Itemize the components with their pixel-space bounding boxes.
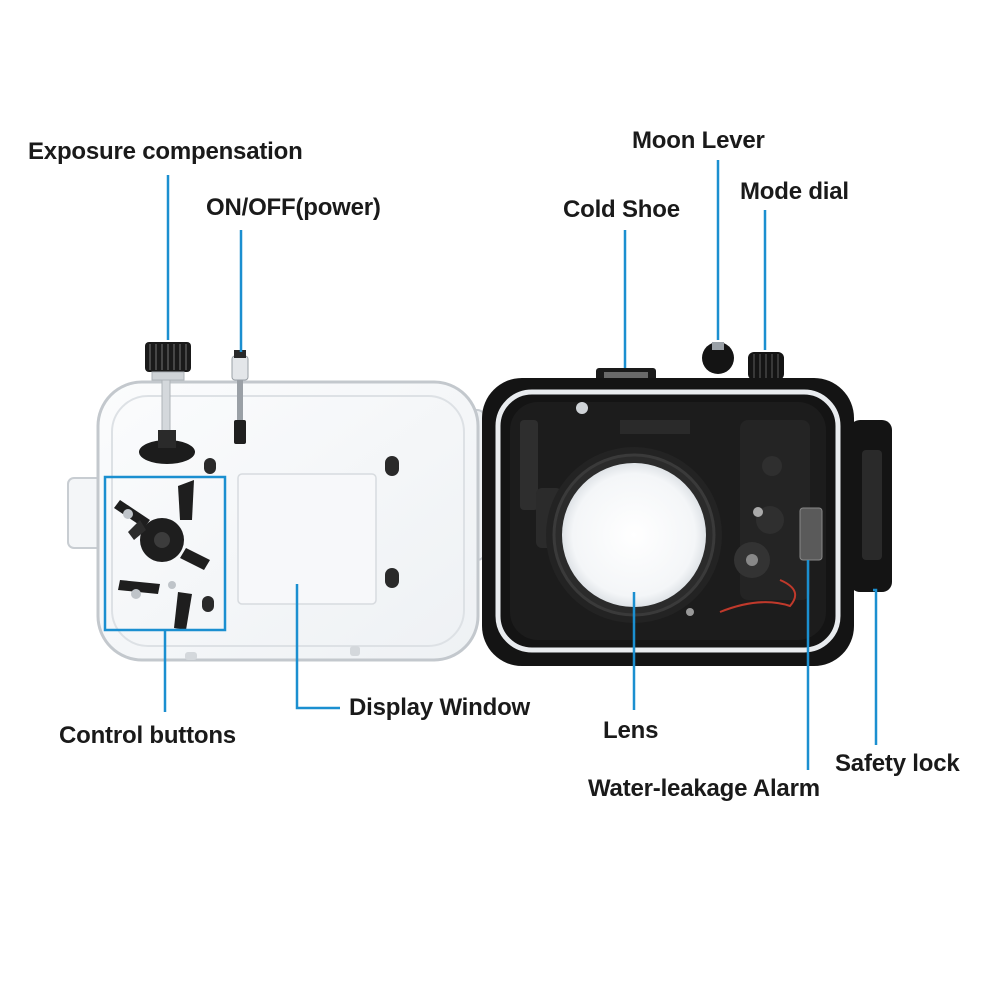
clear-back-cover	[67, 342, 486, 662]
label-display-window: Display Window	[349, 694, 530, 721]
label-control-buttons: Control buttons	[59, 722, 236, 749]
black-front-housing	[482, 342, 892, 666]
lens-port-glass	[562, 463, 706, 607]
water-alarm-sensor	[799, 507, 823, 561]
moon-lever-knob	[702, 342, 734, 374]
display-window-area	[237, 473, 377, 605]
label-moon-lever: Moon Lever	[632, 127, 765, 154]
exposure-knob	[139, 342, 195, 464]
leader-lines	[163, 160, 878, 770]
label-on-off-power: ON/OFF(power)	[206, 194, 381, 221]
leader-display-window	[295, 584, 340, 710]
label-mode-dial: Mode dial	[740, 178, 849, 205]
label-exposure-compensation: Exposure compensation	[28, 138, 303, 165]
label-lens: Lens	[603, 717, 659, 744]
screw	[385, 568, 399, 588]
power-plunger	[231, 350, 249, 444]
screw	[385, 456, 399, 476]
control-buttons-cluster	[114, 480, 210, 630]
label-water-leakage-alarm: Water-leakage Alarm	[588, 775, 820, 802]
label-safety-lock: Safety lock	[835, 750, 960, 777]
label-cold-shoe: Cold Shoe	[563, 196, 680, 223]
leader-safety-lock	[873, 588, 878, 745]
